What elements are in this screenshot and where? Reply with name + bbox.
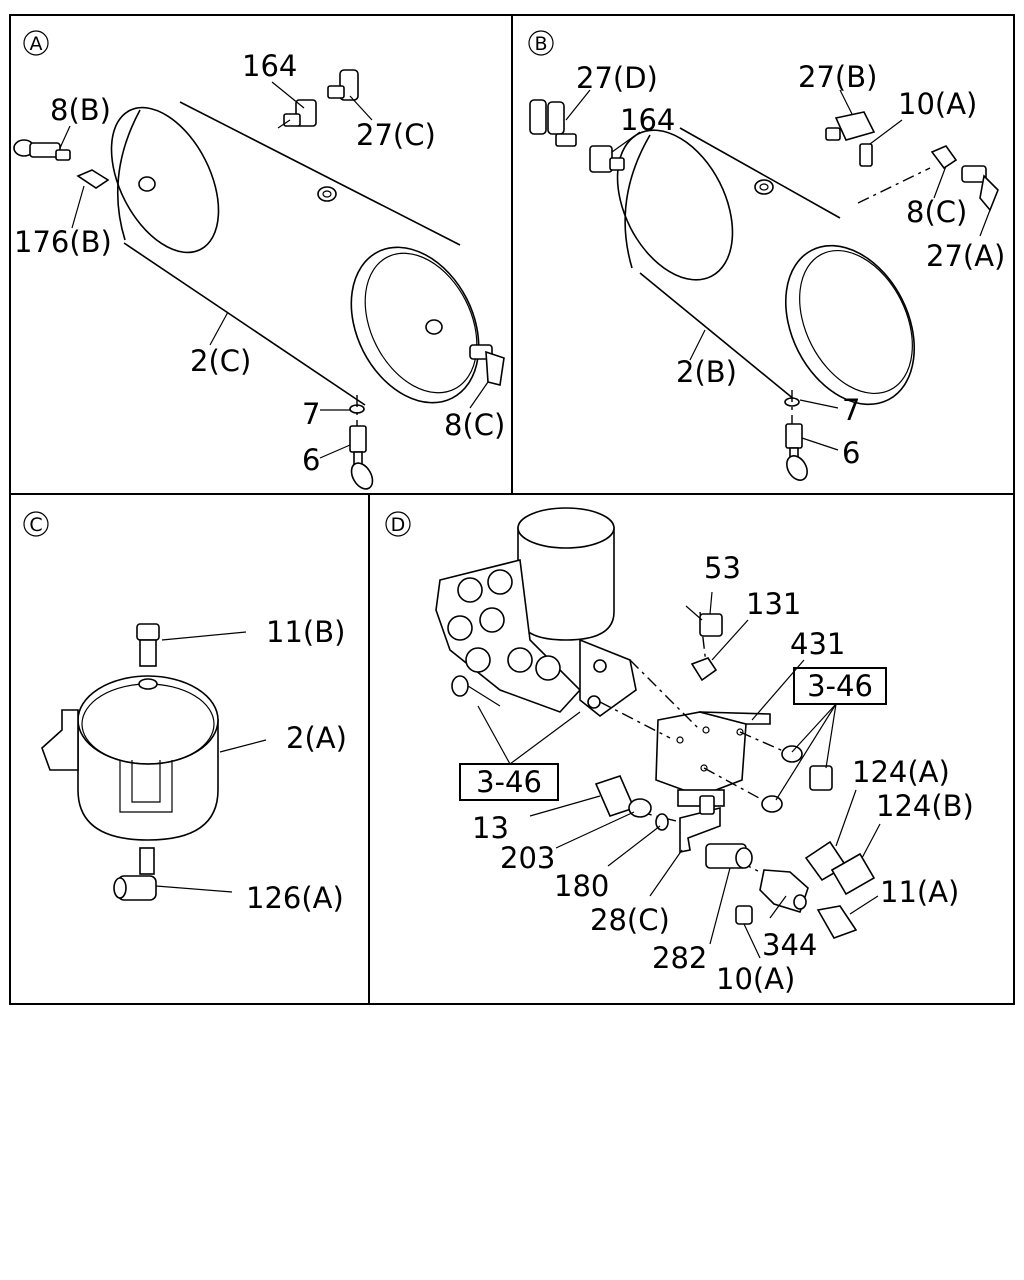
panel-c: C 11(B) 2(A) 126(A) xyxy=(23,511,347,915)
fitting-126a-c xyxy=(113,847,157,901)
panel-b-leaders xyxy=(565,89,991,451)
panel-d-leaders xyxy=(477,591,881,959)
label-53-d: 53 xyxy=(704,551,741,585)
label-2c-a: 2(C) xyxy=(190,344,251,378)
nut-203 xyxy=(628,798,652,818)
label-27c-a: 27(C) xyxy=(356,118,436,152)
panel-d-badge-circle xyxy=(385,511,411,537)
bolt-53 xyxy=(685,605,723,637)
fitting-11a-d xyxy=(816,905,858,939)
panel-c-labels: 11(B) 2(A) 126(A) xyxy=(246,615,347,915)
ref-box-2 xyxy=(459,763,559,801)
panel-a-badge: A xyxy=(30,33,43,55)
label-27a-b: 27(A) xyxy=(926,239,1005,273)
label-28c-d: 28(C) xyxy=(590,903,670,937)
label-6-b: 6 xyxy=(842,436,860,470)
label-180-d: 180 xyxy=(554,869,609,903)
label-7-a: 7 xyxy=(302,397,320,431)
label-8b-a: 8(B) xyxy=(50,93,111,127)
fitting-164-a xyxy=(277,99,317,129)
elbow-27c-a xyxy=(327,69,359,101)
air-dryer-assembly xyxy=(435,507,637,718)
panel-a: A xyxy=(13,30,505,490)
label-27d-b: 27(D) xyxy=(576,61,658,95)
panel-c-badge-circle xyxy=(23,511,49,537)
fitting-124b xyxy=(830,852,876,896)
label-27b-b: 27(B) xyxy=(798,60,877,94)
fitting-11b-c xyxy=(136,623,160,667)
ref-label-1: 3-46 xyxy=(807,669,873,703)
label-11a-d: 11(A) xyxy=(880,875,959,909)
label-203-d: 203 xyxy=(500,841,555,875)
label-10a-b: 10(A) xyxy=(898,87,977,121)
label-124a-d: 124(A) xyxy=(852,755,950,789)
elbow-27a-b xyxy=(961,165,999,212)
panel-b: B xyxy=(528,30,1005,481)
label-164-b: 164 xyxy=(620,103,675,137)
label-124b-d: 124(B) xyxy=(876,789,974,823)
label-344-d: 344 xyxy=(762,928,817,962)
ref-box-1 xyxy=(793,667,887,705)
spacer-13 xyxy=(594,775,636,817)
ref-label-2: 3-46 xyxy=(476,765,542,799)
panel-a-labels: 164 27(C) 8(B) 176(B) 2(C) 7 6 8(C) xyxy=(14,49,505,477)
panel-d: D xyxy=(385,507,974,996)
label-2a-c: 2(A) xyxy=(286,721,347,755)
air-tank-2b xyxy=(616,127,931,406)
bleed-10a-b xyxy=(859,143,873,167)
air-tank-2c xyxy=(110,101,480,406)
panel-c-badge: C xyxy=(29,514,42,536)
panel-a-leaders xyxy=(59,81,489,459)
label-8c-a: 8(C) xyxy=(444,408,505,442)
drain-valve-6-a xyxy=(349,395,374,490)
connector-8c-b xyxy=(930,145,958,170)
union-282 xyxy=(705,843,753,869)
label-431-d: 431 xyxy=(790,627,845,661)
label-126a-c: 126(A) xyxy=(246,881,344,915)
label-13-d: 13 xyxy=(472,811,509,845)
panel-d-badge: D xyxy=(391,514,406,536)
plug-176b-a xyxy=(76,169,110,189)
panel-a-badge-circle xyxy=(23,30,49,56)
fitting-164-b xyxy=(589,145,625,173)
drain-valve-6-b xyxy=(784,390,808,481)
panel-b-labels: 27(D) 27(B) 10(A) 164 8(C) 27(A) 2(B) 7 … xyxy=(576,60,1005,470)
block-344 xyxy=(759,869,809,913)
label-7-b: 7 xyxy=(842,393,860,427)
label-8c-b: 8(C) xyxy=(906,195,967,229)
elbow-27d-b xyxy=(529,99,577,147)
diagram-frame xyxy=(9,14,1015,1005)
panel-c-leaders xyxy=(155,631,267,893)
tank-2a-c xyxy=(41,675,219,841)
label-176b-a: 176(B) xyxy=(14,225,112,259)
panel-b-badge-circle xyxy=(528,30,554,56)
label-6-a: 6 xyxy=(302,443,320,477)
washer-bracket xyxy=(761,745,833,813)
label-2b-b: 2(B) xyxy=(676,355,737,389)
valve-10a-d xyxy=(735,905,753,925)
long-bolt xyxy=(451,675,501,707)
label-164-a: 164 xyxy=(242,49,297,83)
connector-8c-a xyxy=(469,344,505,386)
bracket-28c xyxy=(679,795,721,853)
panel-d-labels: 53 131 431 3-46 3-46 124(A) 124(B) 13 20… xyxy=(472,551,974,996)
label-131-d: 131 xyxy=(746,587,801,621)
label-10a-d: 10(A) xyxy=(716,962,795,996)
bracket-431 xyxy=(655,711,771,807)
nut-131 xyxy=(690,657,718,682)
label-282-d: 282 xyxy=(652,941,707,975)
connector-8b-a xyxy=(13,139,71,161)
panel-b-badge: B xyxy=(534,33,547,55)
fitting-27b-b xyxy=(825,111,876,141)
washer-180 xyxy=(655,813,669,831)
label-11b-c: 11(B) xyxy=(266,615,345,649)
